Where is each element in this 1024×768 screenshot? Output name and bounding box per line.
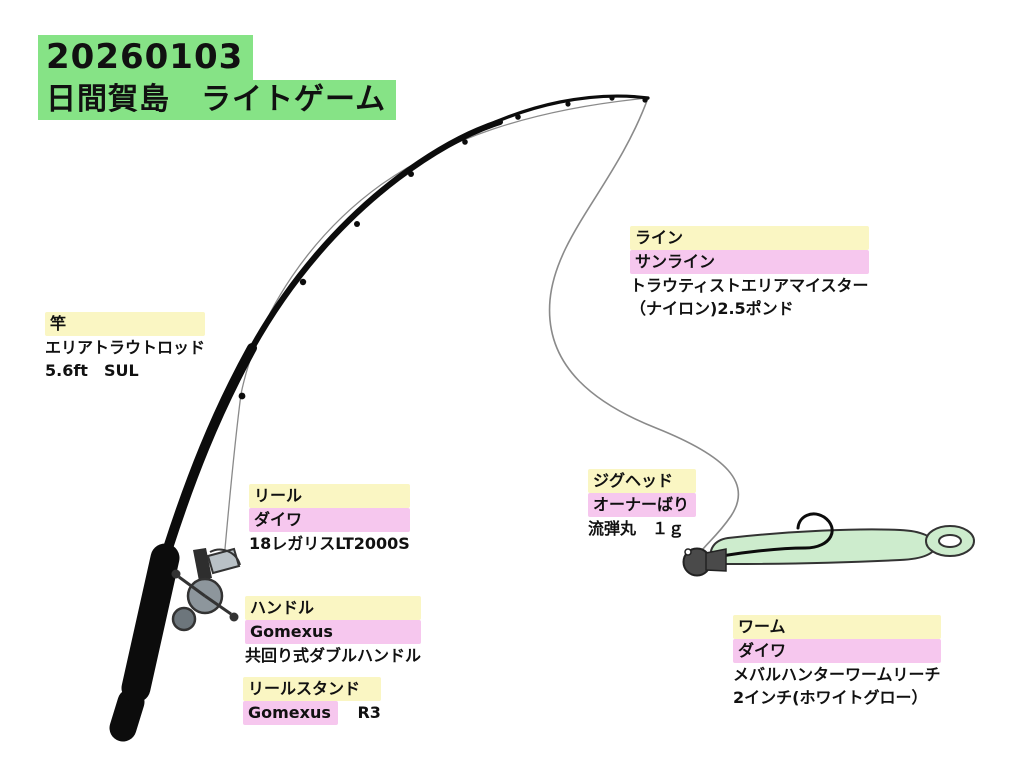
label-line-line2: （ナイロン)2.5ポンド (630, 299, 794, 318)
label-line: ライン サンライン トラウティストエリアマイスター （ナイロン)2.5ポンド (630, 226, 869, 320)
jighead-eye (684, 548, 692, 556)
label-reel-brand: ダイワ (249, 508, 410, 532)
label-handle: ハンドル Gomexus 共回り式ダブルハンドル (245, 596, 422, 667)
label-worm-heading: ワーム (733, 615, 941, 639)
label-worm-brand: ダイワ (733, 639, 941, 663)
label-reel-stand: リールスタンド Gomexus R3 (243, 677, 381, 725)
label-rod-line2: 5.6ft SUL (45, 361, 139, 380)
label-worm-line2: 2インチ(ホワイトグロー） (733, 688, 928, 707)
label-reel-line1: 18レガリスLT2000S (249, 534, 410, 553)
label-jighead-brand: オーナーばり (588, 493, 697, 517)
rod-guides (238, 95, 648, 400)
label-line-line1: トラウティストエリアマイスター (630, 276, 869, 295)
label-handle-brand: Gomexus (245, 620, 422, 644)
label-rod-line1: エリアトラウトロッド (45, 338, 206, 357)
label-jighead: ジグヘッド オーナーばり 流弾丸 １ｇ (588, 469, 697, 540)
hook-icon (698, 512, 834, 562)
fishing-rod-graphic (109, 94, 650, 742)
label-reel-stand-line1: Gomexus R3 (243, 701, 381, 725)
label-reel: リール ダイワ 18レガリスLT2000S (249, 484, 410, 555)
fishing-line-graphic (223, 97, 740, 561)
label-rod: 竿 エリアトラウトロッド 5.6ft SUL (45, 312, 206, 382)
label-reel-stand-model: R3 (357, 703, 381, 722)
label-reel-heading: リール (249, 484, 410, 508)
label-worm-line1: メバルハンターワームリーチ (733, 665, 941, 684)
label-reel-stand-brand: Gomexus (243, 701, 338, 725)
label-jighead-line1: 流弾丸 １ｇ (588, 519, 685, 538)
title-subtitle: 日間賀島 ライトゲーム (38, 80, 397, 120)
label-line-brand: サンライン (630, 250, 869, 274)
label-rod-heading: 竿 (45, 312, 206, 336)
label-handle-line1: 共回り式ダブルハンドル (245, 646, 422, 665)
label-line-heading: ライン (630, 226, 869, 250)
reel-graphic (171, 547, 241, 632)
label-worm: ワーム ダイワ メバルハンターワームリーチ 2インチ(ホワイトグロー） (733, 615, 941, 709)
title-block: 20260103 日間賀島 ライトゲーム (38, 35, 397, 124)
title-date: 20260103 (38, 35, 254, 80)
label-reel-stand-heading: リールスタンド (243, 677, 381, 701)
label-jighead-heading: ジグヘッド (588, 469, 697, 493)
jighead-worm-graphic (682, 512, 975, 577)
label-handle-heading: ハンドル (245, 596, 422, 620)
